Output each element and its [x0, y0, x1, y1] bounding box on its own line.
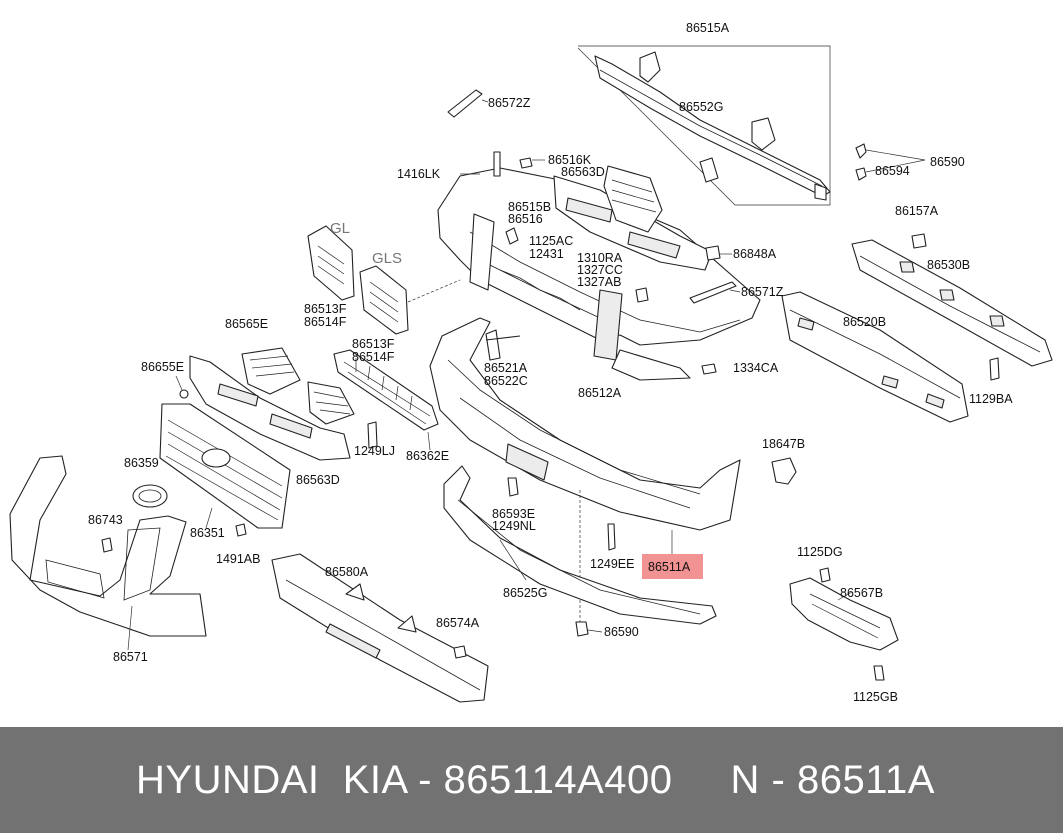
bumper-cover-86511A	[429, 317, 741, 531]
label-86511A: 86511A	[648, 560, 691, 574]
bracket-assembly-86515A	[577, 45, 831, 206]
clip-86516K	[519, 157, 533, 169]
label-1129BA: 1129BA	[969, 392, 1013, 406]
screws-86590-top	[855, 143, 926, 181]
parts-diagram-drawing: 86515A 86552G 86572Z 86590 86594 1416LK …	[9, 21, 1053, 704]
label-86520B: 86520B	[843, 315, 886, 329]
label-86572Z: 86572Z	[488, 96, 531, 110]
label-1327CC: 1327CC	[577, 263, 623, 277]
label-1310RA: 1310RA	[577, 251, 623, 265]
lower-insert-86563D	[189, 347, 355, 461]
label-1249NL: 1249NL	[492, 519, 536, 533]
label-86563D-top: 86563D	[561, 165, 605, 179]
label-variant-gls: GLS	[372, 250, 402, 267]
bolt-1249LJ	[367, 421, 378, 449]
label-86359: 86359	[124, 456, 159, 470]
label-86351: 86351	[190, 526, 225, 540]
label-86593E: 86593E	[492, 507, 535, 521]
label-1125DG: 1125DG	[797, 545, 843, 559]
label-86571Z: 86571Z	[741, 285, 784, 299]
bolt-1129BA	[989, 357, 1000, 381]
label-86514F-gls: 86514F	[352, 350, 395, 364]
side-insert-gls	[359, 265, 409, 335]
label-86655E: 86655E	[141, 360, 184, 374]
lower-grille-86362E	[333, 349, 439, 431]
label-86362E: 86362E	[406, 449, 449, 463]
footer-bar: HYUNDAI KIA - 865114A400 N - 86511A	[0, 727, 1063, 833]
bolt-icon	[493, 151, 501, 177]
part-number-title: HYUNDAI KIA - 865114A400 N - 86511A	[136, 757, 935, 802]
label-86514F-gl: 86514F	[304, 315, 347, 329]
label-1416LK: 1416LK	[397, 167, 441, 181]
bolt-1249EE	[607, 523, 616, 551]
grille-insert-86563D-top	[553, 165, 713, 271]
bulb-18647B	[771, 457, 797, 485]
label-86563D-bottom: 86563D	[296, 473, 340, 487]
absorber-86520B	[781, 291, 969, 423]
bolt-86593E	[507, 477, 519, 497]
label-86848A: 86848A	[733, 247, 777, 261]
label-86515B: 86515B	[508, 200, 551, 214]
label-1125GB: 1125GB	[853, 690, 898, 704]
strip-86571Z	[689, 281, 737, 304]
label-86574A: 86574A	[436, 616, 480, 630]
label-86525G: 86525G	[503, 586, 547, 600]
clip-1491AB	[235, 523, 247, 537]
label-86590-bottom: 86590	[604, 625, 639, 639]
label-86513F-gl: 86513F	[304, 302, 347, 316]
bracket-86567B	[789, 577, 899, 651]
clip-86157A	[911, 233, 927, 249]
label-1249LJ: 1249LJ	[354, 444, 395, 458]
clip-1125AC	[505, 227, 519, 245]
highlight-box	[642, 554, 703, 579]
label-variant-gl: GL	[330, 220, 350, 237]
clip-86743	[101, 537, 113, 553]
strip-86572Z	[447, 89, 483, 118]
bolt-1125GB	[873, 665, 885, 681]
reinforcement-86530B	[851, 239, 1053, 367]
label-86590-top: 86590	[930, 155, 965, 169]
label-86516K: 86516K	[548, 153, 592, 167]
clip-86848A	[705, 245, 721, 261]
label-12431: 12431	[529, 247, 564, 261]
label-86512A: 86512A	[578, 386, 622, 400]
label-86522C: 86522C	[484, 374, 528, 388]
front-guard-86571	[9, 455, 207, 637]
upper-fascia-86512A	[437, 167, 761, 381]
clip-86574A	[453, 645, 467, 659]
label-1327AB: 1327AB	[577, 275, 621, 289]
label-1491AB: 1491AB	[216, 552, 260, 566]
clip-1334CA	[701, 363, 717, 375]
bolt-1125DG	[819, 567, 831, 583]
label-1125AC: 1125AC	[529, 234, 573, 248]
label-1334CA: 1334CA	[733, 361, 779, 375]
radiator-grille-86351	[159, 403, 291, 529]
label-86513F-gls: 86513F	[352, 337, 395, 351]
label-86565E: 86565E	[225, 317, 268, 331]
label-1249EE: 1249EE	[590, 557, 634, 571]
skid-plate-86580A	[271, 553, 489, 703]
label-86594: 86594	[875, 164, 910, 178]
label-18647B: 18647B	[762, 437, 805, 451]
clip-86521A	[485, 329, 501, 361]
lower-spoiler-86525G	[443, 465, 717, 625]
label-86567B: 86567B	[840, 586, 883, 600]
label-86743: 86743	[88, 513, 123, 527]
emblem-86359	[132, 484, 168, 508]
nut-1327AB	[635, 287, 649, 303]
side-insert-gl	[307, 225, 355, 301]
label-86571: 86571	[113, 650, 148, 664]
label-86515A: 86515A	[686, 21, 730, 35]
plug-86655E	[179, 389, 189, 399]
label-86157A: 86157A	[895, 204, 939, 218]
label-86516: 86516	[508, 212, 543, 226]
label-86521A: 86521A	[484, 361, 528, 375]
label-86552G: 86552G	[679, 100, 723, 114]
bolt-86590-bottom	[575, 621, 589, 637]
label-86580A: 86580A	[325, 565, 369, 579]
label-86530B: 86530B	[927, 258, 970, 272]
parts-diagram: 86515A 86552G 86572Z 86590 86594 1416LK …	[9, 21, 1053, 704]
